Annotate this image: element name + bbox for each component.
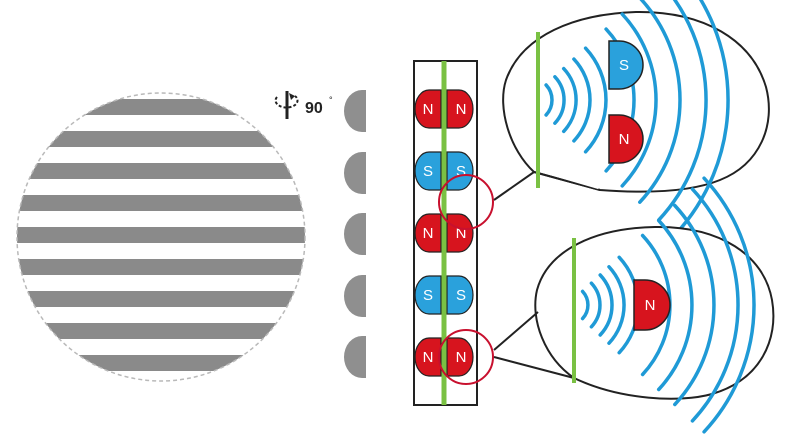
field-wave xyxy=(690,187,740,423)
field-wave xyxy=(638,0,682,204)
callout-magnet xyxy=(608,40,644,90)
strip-magnet-left-label: S xyxy=(423,287,433,304)
strip-magnet-right-label: N xyxy=(456,225,467,242)
strip-magnet-left xyxy=(414,275,442,315)
strip-magnet-right-label: S xyxy=(456,287,466,304)
rotate-ccw-icon xyxy=(274,91,299,119)
strip-magnet-left-label: N xyxy=(423,349,434,366)
comb-tooth xyxy=(344,213,366,255)
callout-bubble-top: SN xyxy=(493,0,770,237)
strip-magnet-right-label: S xyxy=(456,163,466,180)
strip-magnet-left xyxy=(414,151,442,191)
field-wave xyxy=(583,46,608,154)
magnet-strip: N N S S N N S S N N xyxy=(413,60,478,406)
disc-stripes xyxy=(17,99,305,371)
disc-stripe xyxy=(17,227,305,243)
strip-magnet-left-label: S xyxy=(423,163,433,180)
strip-magnet-left-label: N xyxy=(423,225,434,242)
callout-bottom-magnets: N xyxy=(633,279,671,331)
field-wave xyxy=(620,12,658,188)
strip-magnet-right xyxy=(446,213,474,253)
disc-stripe xyxy=(17,323,305,339)
field-wave xyxy=(580,289,590,321)
comb-tooth xyxy=(344,336,366,378)
comb-teeth xyxy=(344,90,366,378)
disc-stripe xyxy=(17,291,305,307)
callout-top-magnets: SN xyxy=(608,40,644,164)
field-wave xyxy=(702,176,756,434)
comb-tooth xyxy=(344,275,366,317)
field-wave xyxy=(598,273,614,337)
rotation-value: 90 xyxy=(305,100,323,117)
disc-stripe xyxy=(17,99,305,115)
strip-magnet-left xyxy=(414,89,442,129)
disc-stripe xyxy=(17,163,305,179)
highlight-circle-bottom xyxy=(438,329,494,385)
disc-stripe xyxy=(17,131,305,147)
strip-magnet-right-label: N xyxy=(456,349,467,366)
callout-bubble-bottom: N xyxy=(493,176,775,434)
striped-disc xyxy=(16,92,306,382)
strip-magnet-right xyxy=(446,151,474,191)
strip-magnet-right xyxy=(446,275,474,315)
field-wave xyxy=(656,218,694,392)
callout-bottom-waves xyxy=(580,176,756,434)
strip-magnet-left xyxy=(414,213,442,253)
strip-magnet-right xyxy=(446,337,474,377)
callout-magnet xyxy=(608,114,644,164)
comb-tooth xyxy=(344,90,366,132)
disc-stripe xyxy=(17,259,305,275)
callout-magnet-label: S xyxy=(619,57,629,74)
field-wave xyxy=(607,265,626,345)
strip-magnet-right-label: N xyxy=(456,101,467,118)
field-wave xyxy=(589,281,602,329)
callout-magnet xyxy=(633,279,671,331)
rotation-unit: ° xyxy=(329,95,333,105)
disc-stripe xyxy=(17,355,305,371)
field-wave xyxy=(572,57,592,143)
rotation-indicator: 90 ° xyxy=(274,91,333,119)
strip-magnet-right xyxy=(446,89,474,129)
field-wave xyxy=(553,75,566,125)
field-wave xyxy=(673,203,716,407)
disc-stripe xyxy=(17,195,305,211)
highlight-circle-top xyxy=(438,174,494,230)
field-wave xyxy=(544,83,554,117)
strip-magnet-left xyxy=(414,337,442,377)
strip-magnet-left-label: N xyxy=(423,101,434,118)
callout-magnet-label: N xyxy=(645,297,656,314)
field-wave xyxy=(561,66,578,134)
comb-tooth xyxy=(344,152,366,194)
strip-magnets: N N S S N N S S N N xyxy=(414,89,474,377)
callout-magnet-label: N xyxy=(619,131,630,148)
field-wave xyxy=(673,0,730,237)
